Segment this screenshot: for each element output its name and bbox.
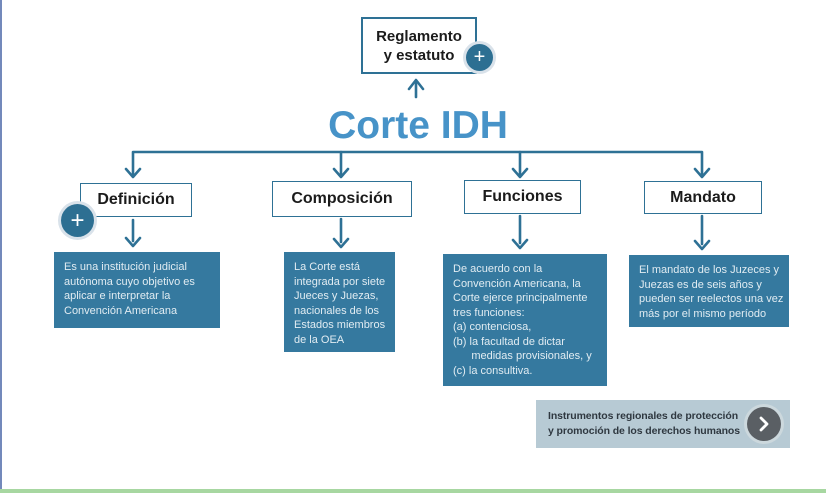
left-accent-border (0, 0, 2, 490)
tree-head-4 (693, 167, 711, 179)
chevron-right-icon (759, 416, 769, 432)
tree-line (131, 150, 704, 178)
definicion-expand-button[interactable]: + (61, 204, 94, 237)
reglamento-estatuto-box: Reglamento y estatuto (361, 17, 477, 74)
arrow-up-head (407, 78, 425, 91)
banner-next-button[interactable] (747, 407, 781, 441)
bottom-accent-line (0, 489, 826, 493)
reglamento-expand-button[interactable]: + (466, 44, 493, 71)
node3-arrow-head (511, 238, 529, 250)
tree-head-3 (511, 167, 529, 179)
tree-head-1 (124, 167, 142, 179)
mandato-content-box: El mandato de los Juzeces y Juezas es de… (629, 255, 789, 327)
tree-head-2 (332, 167, 350, 179)
node-label-definicion: Definición (80, 183, 192, 217)
plus-icon: + (473, 46, 486, 68)
node1-arrow-head (124, 236, 142, 248)
banner-label: Instrumentos regionales de protección y … (548, 410, 740, 437)
node-label-funciones: Funciones (464, 180, 581, 214)
composicion-content-box: La Corte está integrada por siete Jueces… (284, 252, 395, 352)
funciones-content-box: De acuerdo con la Convención Americana, … (443, 254, 607, 386)
node-label-composicion: Composición (272, 181, 412, 217)
page-title: Corte IDH (328, 104, 508, 147)
definicion-content-box: Es una institución judicial autónoma cuy… (54, 252, 220, 328)
node4-arrow-head (693, 239, 711, 251)
plus-icon: + (70, 207, 85, 234)
node2-arrow-head (332, 237, 350, 249)
node-label-mandato: Mandato (644, 181, 762, 214)
